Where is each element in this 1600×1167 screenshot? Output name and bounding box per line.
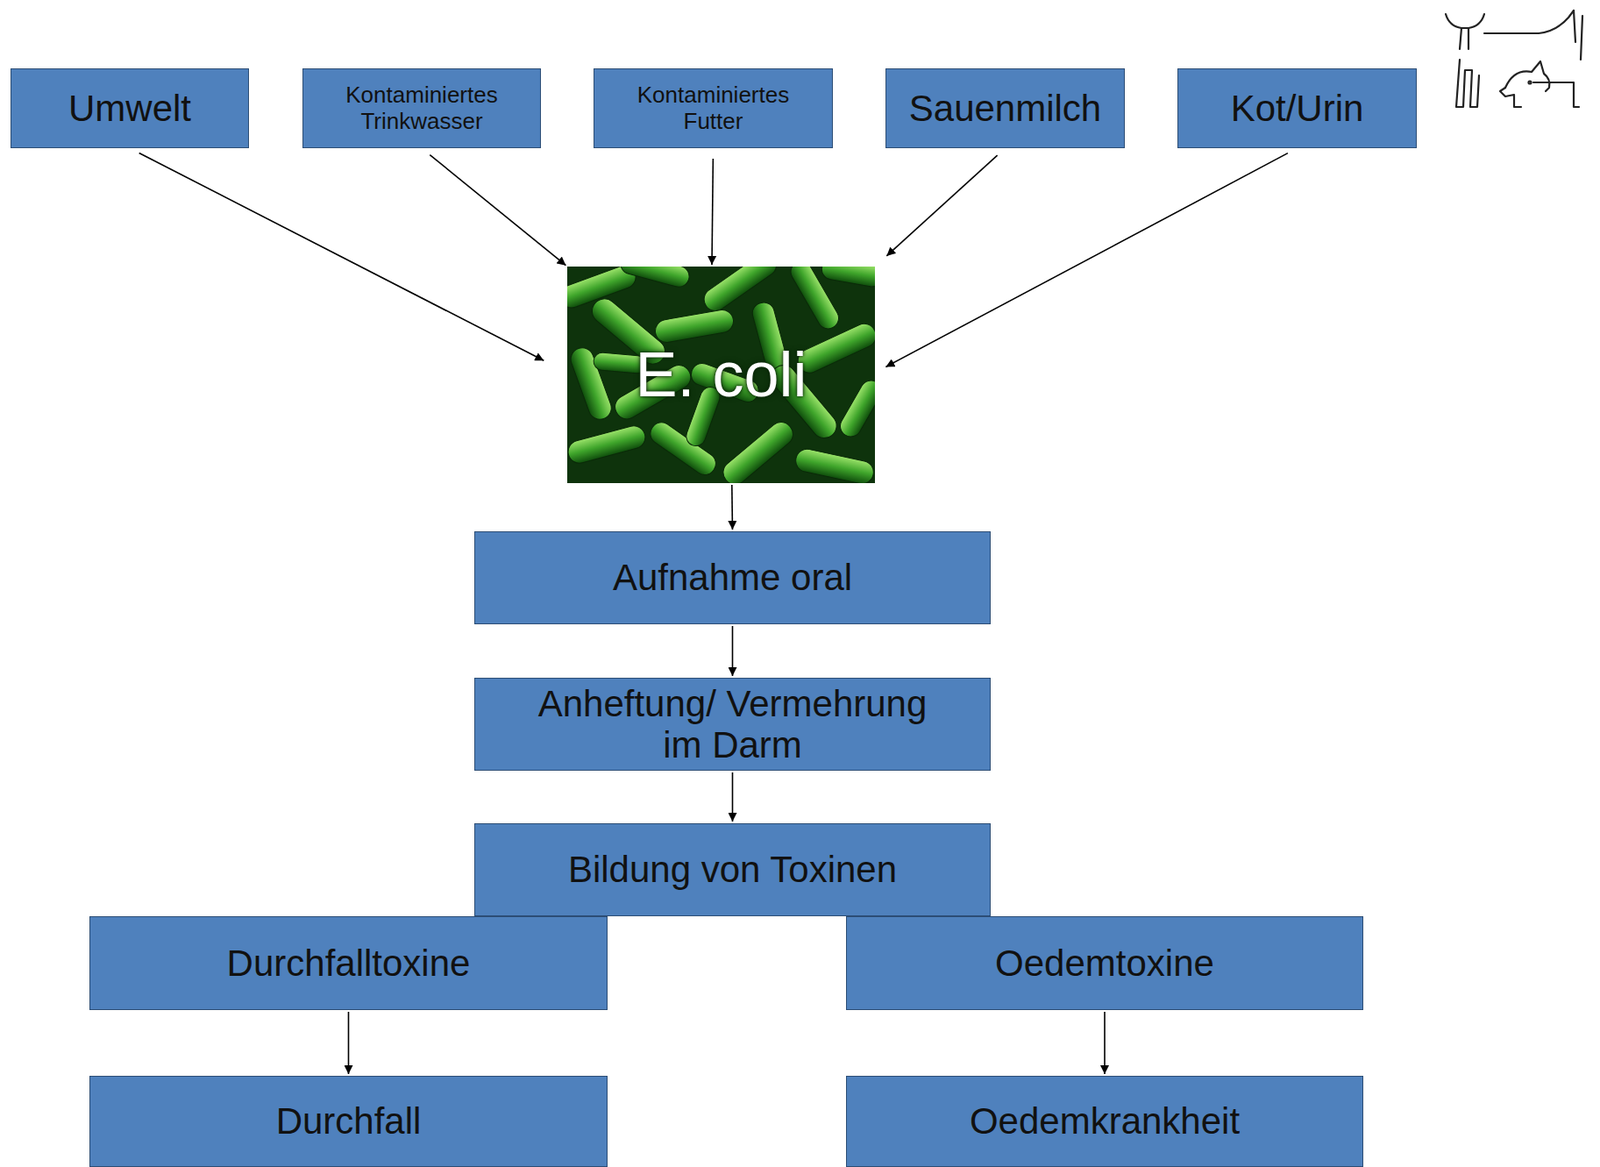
box-label: Durchfall	[276, 1100, 422, 1142]
flow-arrow	[732, 625, 734, 676]
box-label: Sauenmilch	[909, 87, 1102, 129]
flow-arrow	[139, 152, 545, 361]
flow-arrow	[886, 155, 997, 256]
flow-arrow	[1103, 1011, 1106, 1074]
process-box: Aufnahme oral	[474, 531, 991, 625]
box-label: Aufnahme oral	[612, 556, 853, 598]
source-box: Sauenmilch	[885, 68, 1125, 149]
image-title: E. coli	[634, 339, 807, 411]
box-label: Kot/Urin	[1230, 87, 1365, 129]
toxin-box: Oedemtoxine	[846, 916, 1364, 1010]
flow-arrow	[885, 153, 1288, 368]
box-label: Durchfalltoxine	[227, 942, 471, 984]
disease-box: Durchfall	[89, 1075, 608, 1167]
source-box: Umwelt	[10, 68, 249, 149]
box-label: Anheftung/ Vermehrung im Darm	[522, 682, 944, 766]
source-box: Kontaminiertes Trinkwasser	[302, 68, 541, 149]
flow-arrow	[711, 158, 713, 265]
box-label: Kontaminiertes Futter	[617, 82, 811, 134]
flow-arrow	[732, 772, 734, 822]
flow-arrow	[429, 155, 566, 266]
source-box: Kot/Urin	[1177, 68, 1417, 149]
process-box: Anheftung/ Vermehrung im Darm	[474, 677, 991, 771]
flow-arrow	[731, 484, 733, 530]
box-label: Umwelt	[68, 87, 192, 129]
toxin-box: Durchfalltoxine	[89, 916, 608, 1010]
animal-logo	[1442, 7, 1592, 116]
pathogen-image-box: E. coli	[567, 266, 875, 484]
box-label: Oedemtoxine	[995, 942, 1215, 984]
box-label: Oedemkrankheit	[969, 1100, 1240, 1142]
box-label: Bildung von Toxinen	[568, 848, 897, 890]
disease-box: Oedemkrankheit	[846, 1075, 1364, 1167]
box-label: Kontaminiertes Trinkwasser	[325, 82, 519, 134]
source-box: Kontaminiertes Futter	[593, 68, 833, 149]
process-box: Bildung von Toxinen	[474, 823, 991, 917]
flow-arrow	[348, 1011, 350, 1074]
